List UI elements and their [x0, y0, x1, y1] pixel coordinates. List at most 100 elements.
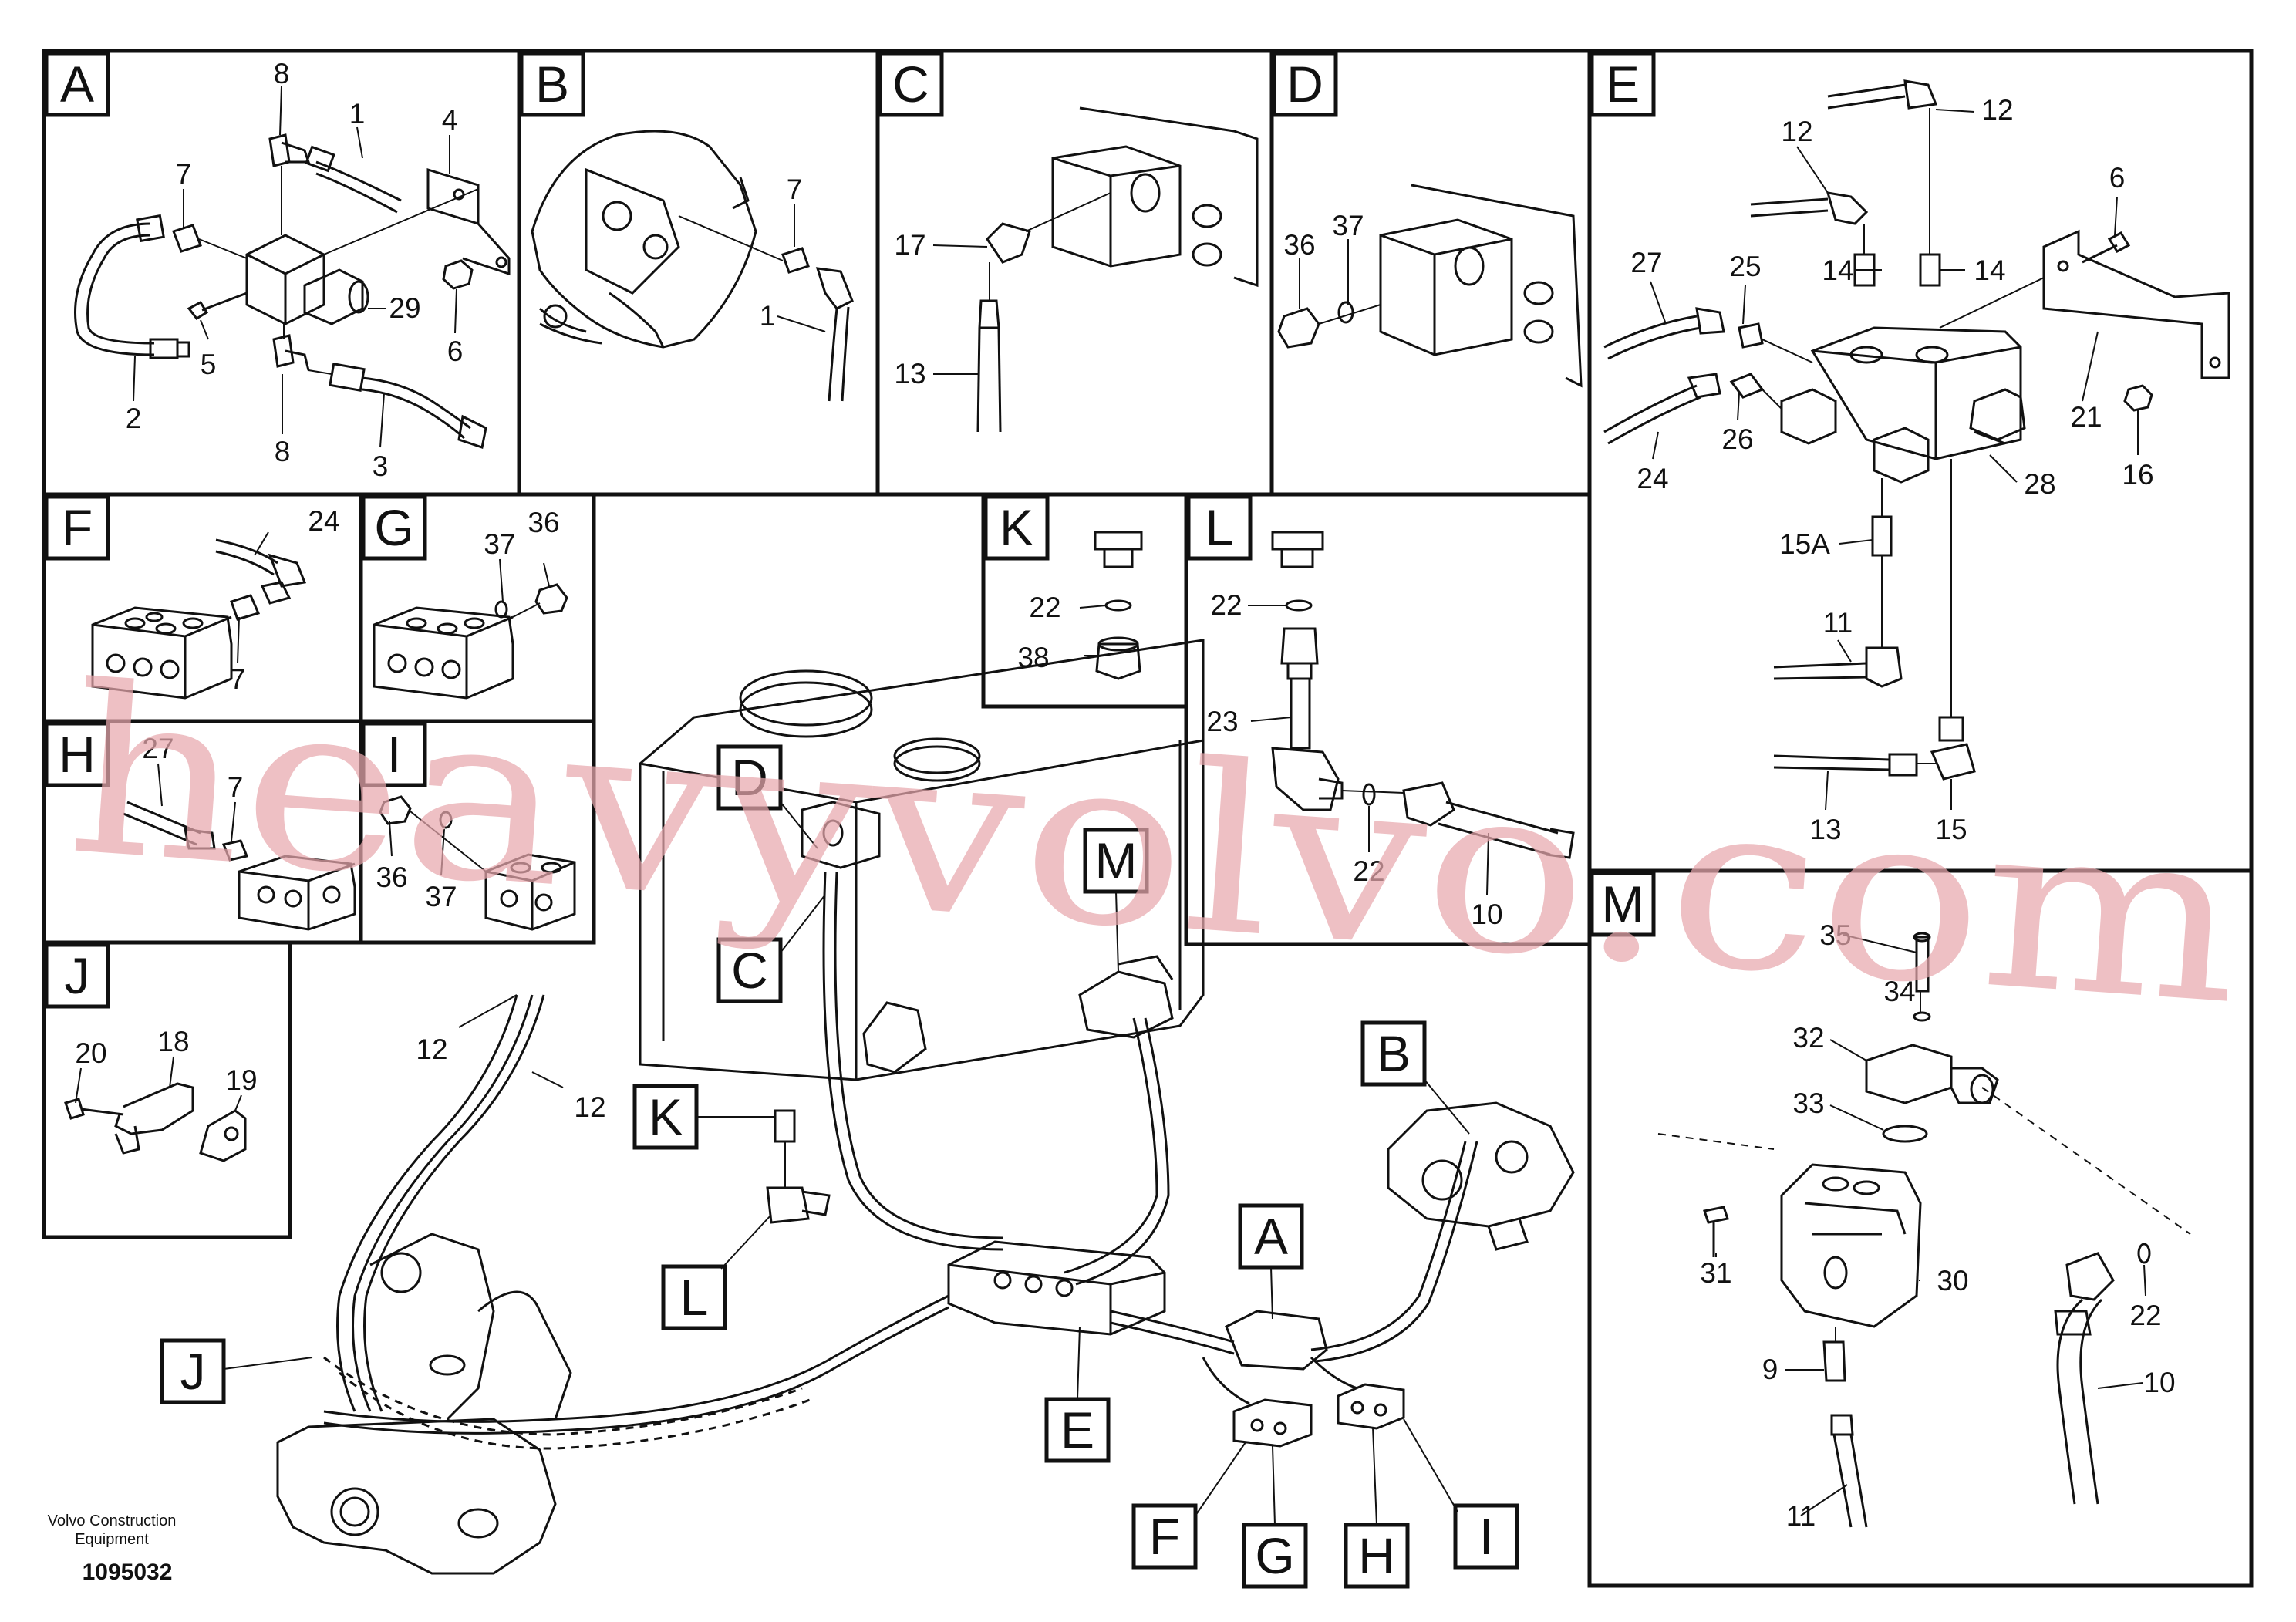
- label-a-8-top: 8: [274, 58, 290, 89]
- svg-text:E: E: [1606, 56, 1640, 113]
- label-m-30: 30: [1937, 1265, 1968, 1297]
- svg-text:K: K: [649, 1088, 683, 1145]
- panel-b-frame: [517, 49, 880, 497]
- view-callout-b: B: [1360, 1020, 1470, 1135]
- label-k-38: 38: [1017, 642, 1049, 673]
- label-d-36: 36: [1283, 229, 1315, 261]
- label-e-25: 25: [1729, 251, 1761, 282]
- label-j-18: 18: [157, 1026, 189, 1057]
- footer: Volvo Construction Equipment 1095032: [48, 1512, 177, 1585]
- label-e-15: 15: [1935, 814, 1967, 845]
- label-a-7: 7: [176, 158, 192, 190]
- label-g-36: 36: [528, 507, 559, 538]
- svg-text:G: G: [1255, 1527, 1294, 1584]
- label-e-15a: 15A: [1779, 528, 1830, 560]
- label-m-31: 31: [1700, 1257, 1731, 1289]
- label-e-27: 27: [1630, 247, 1662, 278]
- panel-k-drawing: [1094, 531, 1143, 680]
- panel-i-frame: [359, 719, 596, 945]
- label-j-20: 20: [75, 1037, 106, 1069]
- label-e-11: 11: [1823, 607, 1853, 639]
- panel-f-drawing: [91, 538, 307, 700]
- panel-j-frame: [42, 940, 292, 1239]
- label-m-10: 10: [2143, 1367, 2175, 1398]
- svg-text:K: K: [1000, 499, 1033, 556]
- label-f-7: 7: [230, 663, 246, 695]
- label-m-9: 9: [1762, 1354, 1778, 1385]
- label-m-32: 32: [1792, 1022, 1824, 1054]
- panel-tag-g: G: [361, 494, 427, 561]
- panel-tag-m: M: [1590, 871, 1656, 937]
- svg-text:A: A: [1254, 1208, 1288, 1265]
- label-l-10: 10: [1471, 899, 1502, 930]
- panel-b-drawing: [531, 130, 854, 402]
- panel-tags: A B C D E F G H I J K L M: [44, 51, 1656, 1009]
- label-l-22-bottom: 22: [1353, 855, 1384, 887]
- label-j-19: 19: [225, 1064, 257, 1096]
- panel-i-drawing: [379, 795, 576, 931]
- panel-h-drawing: [123, 801, 356, 931]
- panel-a-drawing: [74, 133, 511, 449]
- panel-c-drawing: [976, 106, 1259, 433]
- view-callout-g: G: [1242, 1445, 1308, 1589]
- label-e-12-top: 12: [1981, 94, 2013, 126]
- label-m-35: 35: [1819, 919, 1851, 951]
- label-h-27: 27: [142, 733, 174, 764]
- panel-tag-l: L: [1186, 494, 1253, 561]
- panel-e-drawing: [1603, 79, 2230, 781]
- label-e-6: 6: [2109, 162, 2126, 194]
- panel-g-drawing: [373, 583, 568, 700]
- label-b-7: 7: [787, 174, 803, 205]
- label-a-4: 4: [442, 104, 458, 136]
- svg-text:B: B: [535, 56, 569, 113]
- label-e-14-right: 14: [1974, 255, 2005, 286]
- view-callout-k: K: [632, 1084, 775, 1150]
- panel-tag-d: D: [1272, 51, 1338, 117]
- label-e-24: 24: [1637, 463, 1668, 494]
- leader-lines: [75, 86, 2146, 1516]
- panel-d-frame: [1269, 49, 1592, 497]
- panel-tag-h: H: [44, 721, 110, 787]
- view-callout-f: F: [1131, 1442, 1246, 1570]
- label-f-24: 24: [308, 505, 339, 537]
- svg-text:C: C: [731, 942, 768, 999]
- label-g-37: 37: [484, 528, 515, 560]
- panel-tag-e: E: [1590, 51, 1656, 117]
- svg-text:I: I: [1479, 1508, 1493, 1565]
- label-e-21: 21: [2070, 401, 2102, 433]
- svg-text:A: A: [60, 56, 94, 113]
- label-a-5: 5: [201, 349, 217, 380]
- svg-text:D: D: [731, 749, 768, 806]
- view-callouts: D C M K B L A J E F G H I: [160, 744, 1519, 1589]
- label-m-22: 22: [2129, 1300, 2161, 1331]
- label-e-12: 12: [1781, 116, 1812, 147]
- label-a-3: 3: [373, 450, 389, 482]
- view-callout-a: A: [1238, 1203, 1304, 1320]
- view-callout-e: E: [1044, 1326, 1111, 1463]
- panel-m-frame: [1587, 868, 2254, 1588]
- label-m-11: 11: [1786, 1500, 1816, 1532]
- panel-tag-i: I: [361, 721, 427, 787]
- panel-tag-k: K: [983, 494, 1050, 561]
- view-callout-i: I: [1403, 1418, 1519, 1570]
- panel-m-drawing: [1657, 932, 2191, 1528]
- view-callout-c: C: [716, 894, 826, 1003]
- panel-frames: [42, 49, 2254, 1588]
- view-callout-d: D: [716, 744, 818, 849]
- panel-tag-c: C: [878, 51, 944, 117]
- svg-text:M: M: [1602, 875, 1644, 932]
- view-callout-l: L: [661, 1214, 772, 1330]
- label-a-29: 29: [389, 292, 420, 324]
- label-e-14-left: 14: [1822, 255, 1853, 286]
- part-labels: 8 1 4 7 29 5 6 2 8 3 7 1 17 13 36 37 12 …: [75, 58, 2175, 1532]
- main-assembly: [276, 639, 1575, 1575]
- svg-text:J: J: [180, 1343, 206, 1400]
- watermark: heavyvolvo.com: [60, 636, 2248, 1056]
- label-m-33: 33: [1792, 1088, 1824, 1119]
- drawing-number: 1095032: [83, 1560, 173, 1585]
- label-c-13: 13: [894, 358, 925, 389]
- svg-text:J: J: [65, 947, 90, 1004]
- svg-text:H: H: [1358, 1527, 1395, 1584]
- label-m-34: 34: [1883, 976, 1915, 1007]
